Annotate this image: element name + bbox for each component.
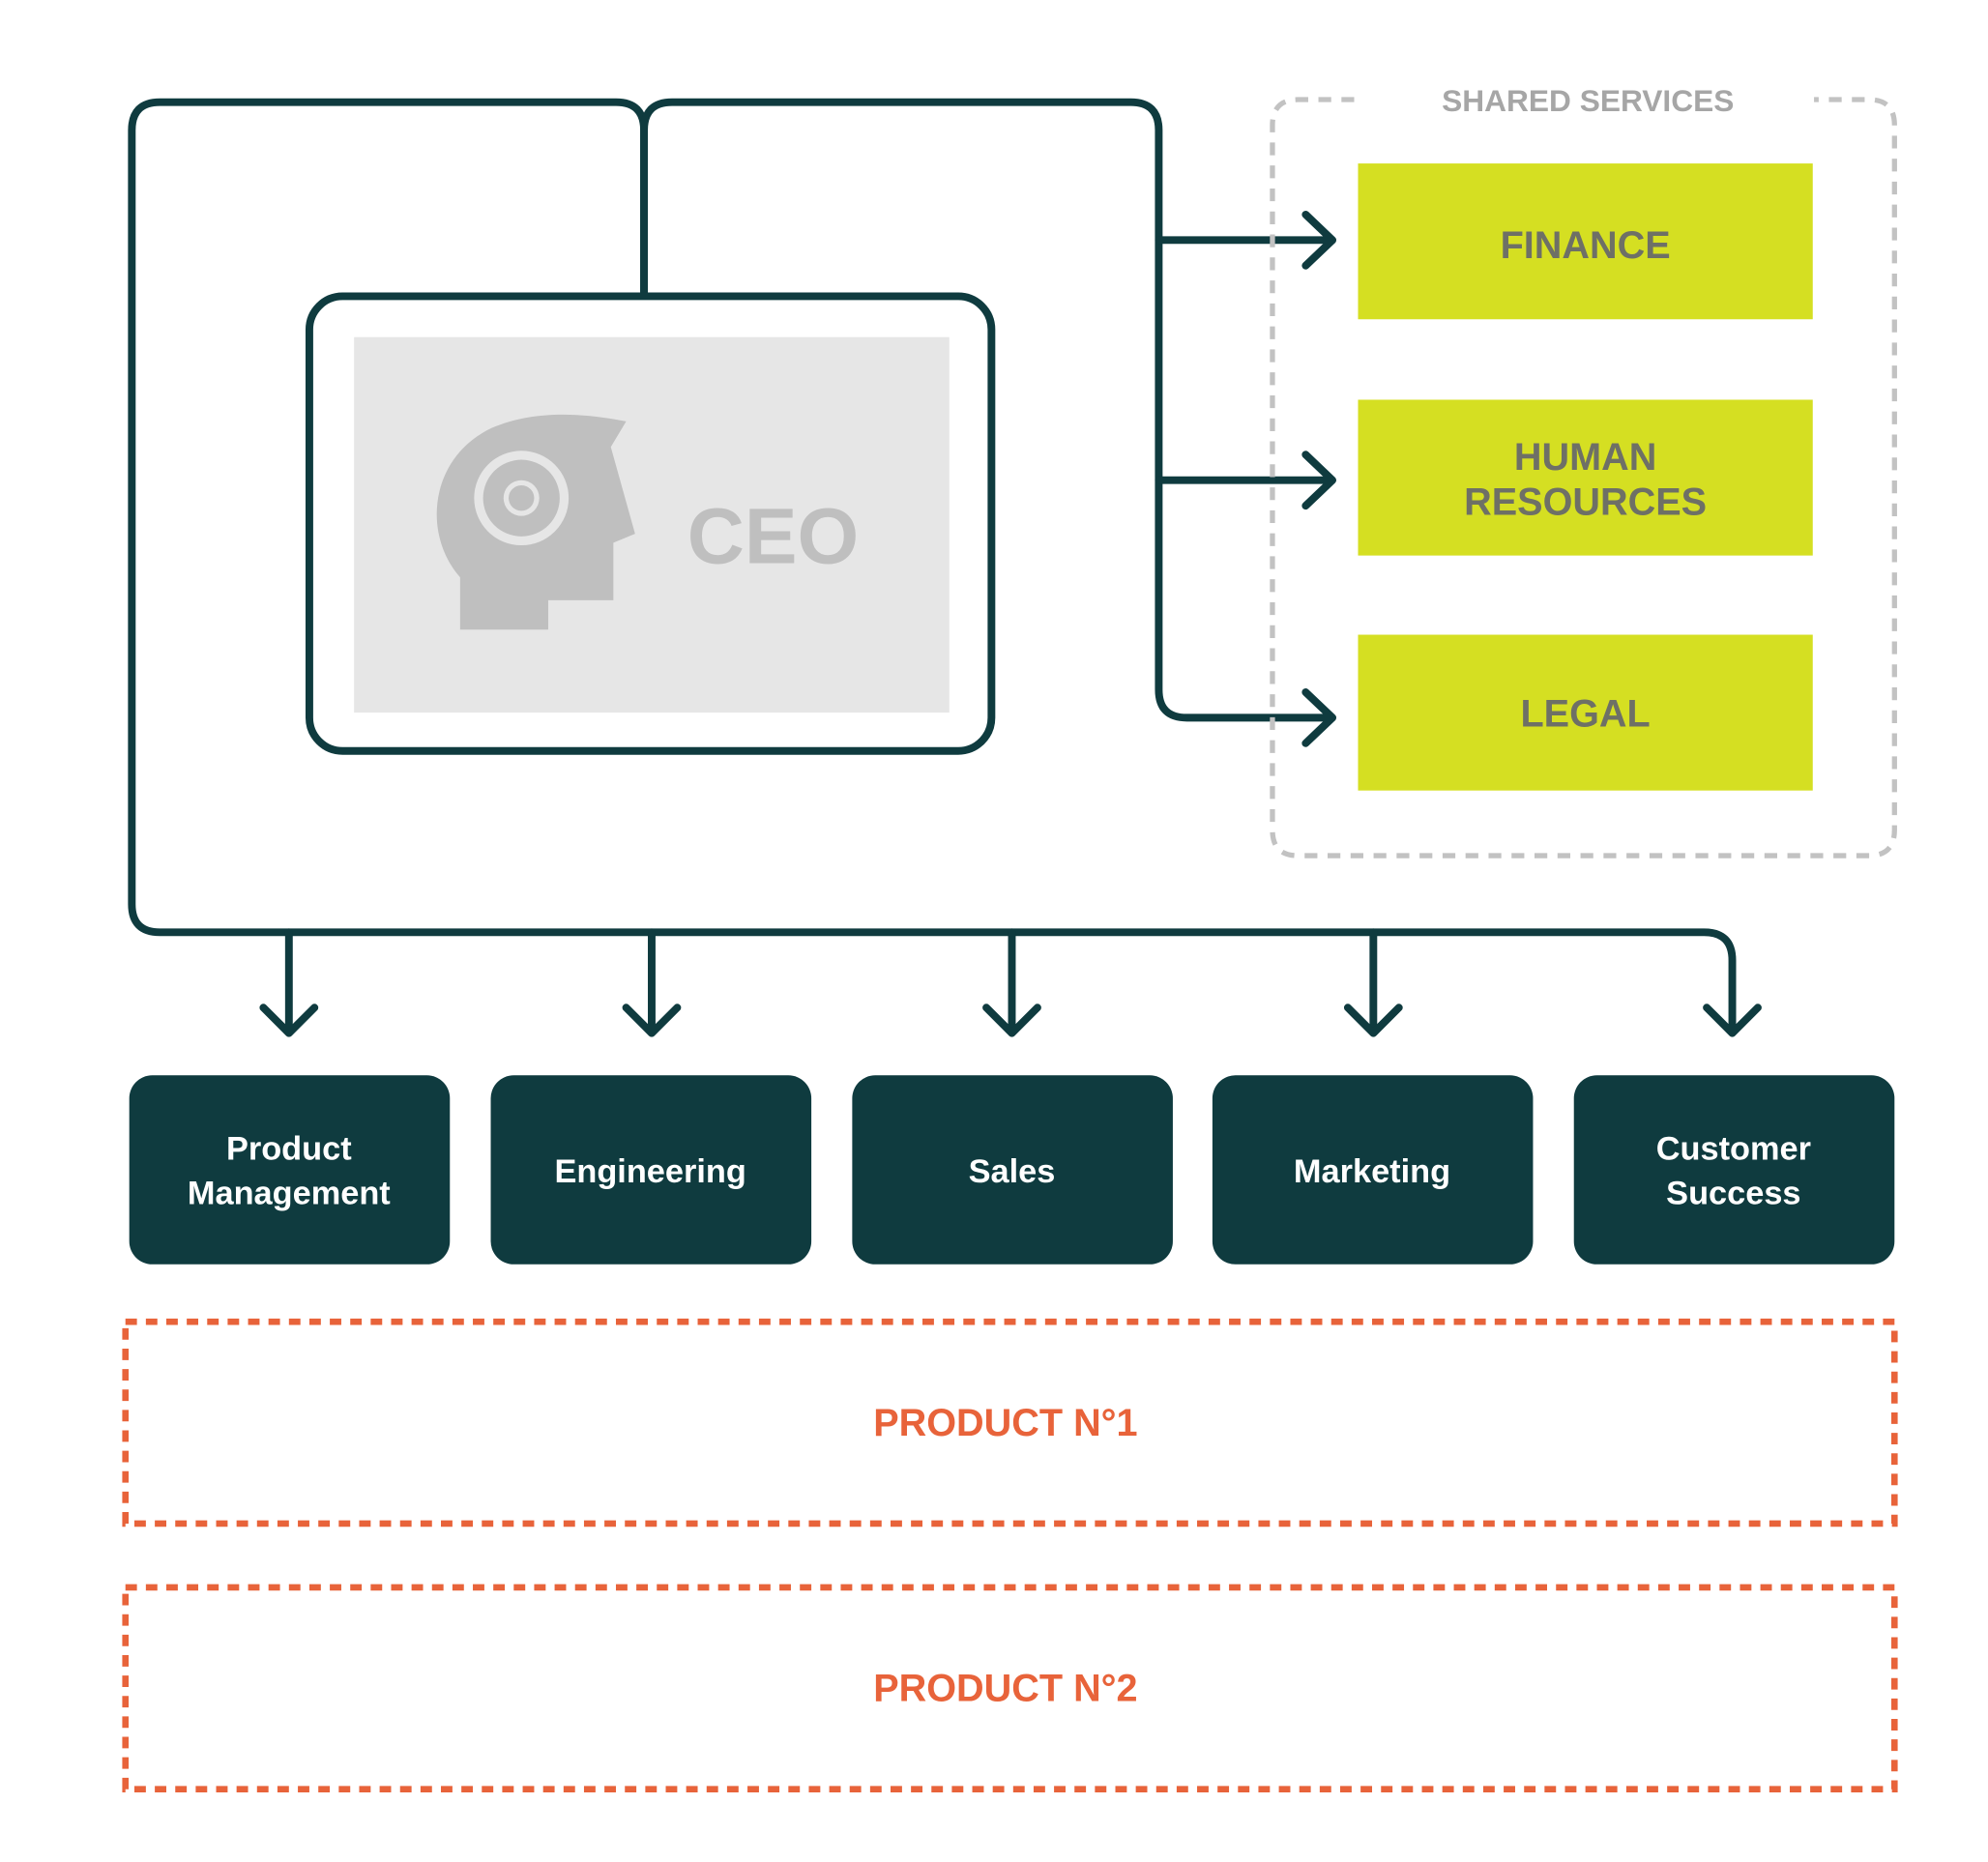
product-2-band	[122, 1584, 1898, 1793]
connector-ceo-to-departments	[128, 98, 1737, 1036]
arrowhead-human-resources	[1301, 451, 1337, 510]
department-marketing	[1212, 1075, 1534, 1265]
departments-row: Product Management Engineering Sales Mar…	[129, 1075, 1895, 1265]
department-customer-success-label-line-2: Success	[1666, 1176, 1800, 1212]
department-customer-success	[1573, 1075, 1895, 1265]
connector-ceo-to-shared-services	[640, 98, 1335, 722]
arrowhead-legal	[1301, 688, 1337, 747]
department-engineering-label: Engineering	[554, 1153, 746, 1190]
connector-lines	[128, 98, 1762, 1037]
product-1-label: PRODUCT N°1	[873, 1402, 1137, 1444]
arrowhead-marketing	[1343, 1004, 1403, 1037]
department-marketing-label: Marketing	[1294, 1153, 1450, 1190]
finance-label: FINANCE	[1501, 224, 1671, 267]
department-product-management	[129, 1075, 451, 1265]
ceo-label: CEO	[687, 493, 859, 581]
arrowhead-finance	[1301, 210, 1337, 270]
finance-box	[1358, 163, 1813, 320]
product-2-label: PRODUCT N°2	[873, 1668, 1137, 1710]
department-product-management-label-line-2: Management	[188, 1176, 391, 1212]
arrowhead-sales	[982, 1004, 1041, 1037]
products-group: PRODUCT N°1 PRODUCT N°2	[122, 1318, 1898, 1793]
shared-services-border	[1270, 97, 1897, 858]
department-sales	[852, 1075, 1173, 1265]
arrowhead-customer-success	[1703, 1004, 1762, 1037]
arrowhead-product-management	[259, 1004, 319, 1037]
ceo-box: CEO	[305, 292, 996, 755]
department-product-management-label-line-1: Product	[226, 1130, 352, 1167]
department-customer-success-label-line-1: Customer	[1656, 1130, 1811, 1167]
product-1-band	[122, 1318, 1898, 1527]
legal-label: LEGAL	[1521, 693, 1651, 736]
human-resources-box	[1358, 399, 1813, 556]
shared-services-title: SHARED SERVICES	[1442, 83, 1734, 118]
human-resources-label-line-1: HUMAN	[1514, 436, 1656, 479]
department-sales-label: Sales	[969, 1153, 1056, 1190]
head-with-gear-icon	[436, 414, 635, 630]
legal-box	[1358, 634, 1813, 791]
arrowhead-engineering	[622, 1004, 682, 1037]
shared-services-group: SHARED SERVICES FINANCE HUMAN RESOURCES …	[1270, 83, 1897, 858]
human-resources-label-line-2: RESOURCES	[1464, 480, 1707, 523]
department-engineering	[490, 1075, 812, 1265]
